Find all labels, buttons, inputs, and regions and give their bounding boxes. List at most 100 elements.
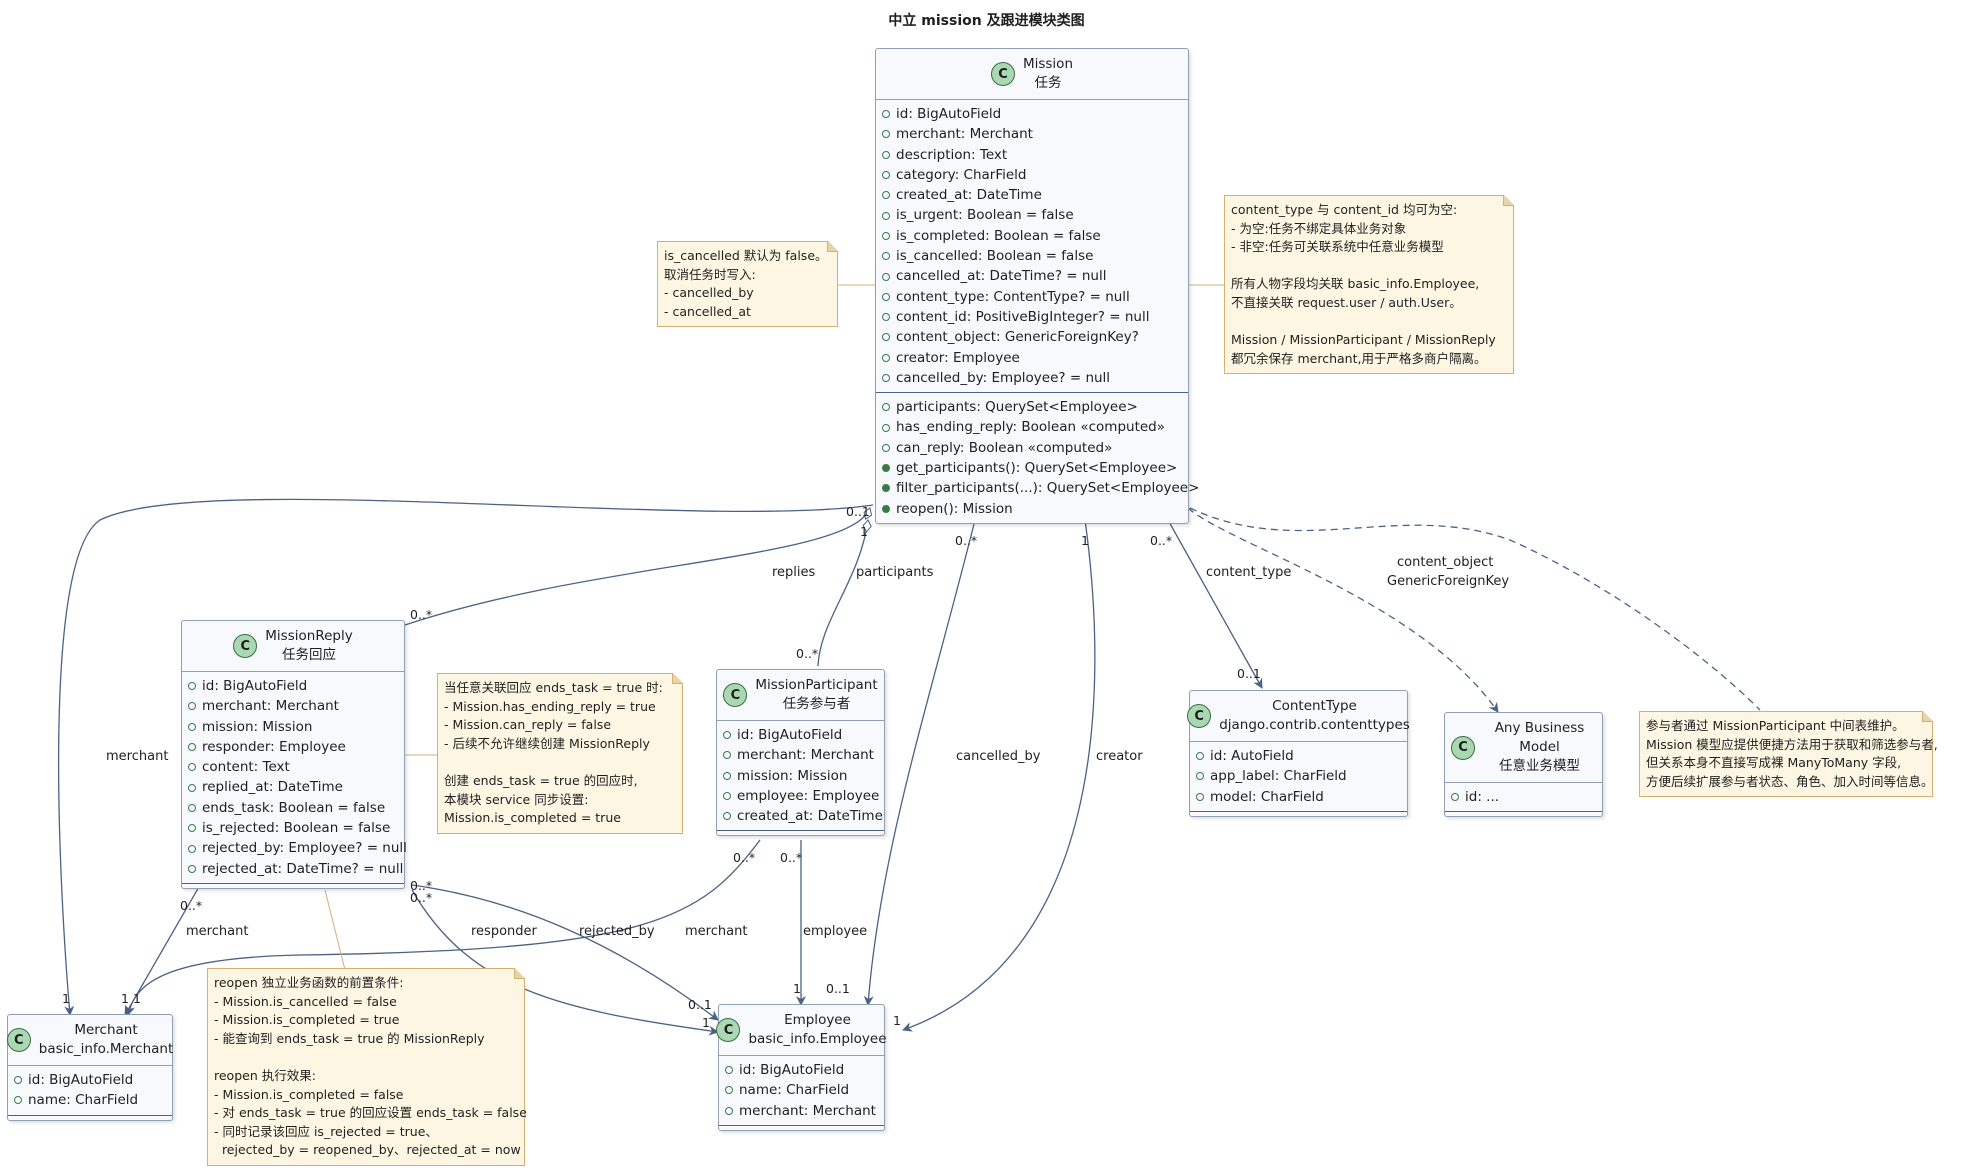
edge-mission-merchant xyxy=(57,498,874,1016)
note-content-type: content_type 与 content_id 均可为空: - 为空:任务不… xyxy=(1224,195,1514,374)
mult-creator-src: 1 xyxy=(1081,533,1089,548)
label-participant-merchant: merchant xyxy=(685,924,747,939)
fields-section: id: BigAutoField merchant: Merchant miss… xyxy=(182,672,407,883)
class-subtitle: basic_info.Employee xyxy=(748,1031,887,1047)
edge-mission-content-object xyxy=(1187,507,1499,713)
edge-mission-replies xyxy=(404,507,873,626)
field: name: CharField xyxy=(725,1080,878,1100)
field: description: Text xyxy=(882,145,1182,165)
method: can_reply: Boolean «computed» xyxy=(882,438,1182,458)
public-icon xyxy=(882,403,890,412)
field: category: CharField xyxy=(882,165,1182,185)
edge-mission-participants xyxy=(817,519,872,667)
public-icon xyxy=(1196,772,1204,781)
field: id: BigAutoField xyxy=(882,104,1182,124)
field: merchant: Merchant xyxy=(723,745,878,765)
methods-section xyxy=(182,882,404,888)
methods-section xyxy=(1190,810,1407,816)
field: model: CharField xyxy=(1196,787,1401,807)
field: ends_task: Boolean = false xyxy=(188,798,398,818)
class-subtitle: django.contrib.contenttypes xyxy=(1219,717,1410,733)
field: rejected_by: Employee? = null xyxy=(188,838,407,858)
field: merchant: Merchant xyxy=(725,1101,878,1121)
label-content-type: content_type xyxy=(1206,565,1291,580)
class-subtitle: 任务 xyxy=(1034,75,1062,91)
public-icon xyxy=(1196,792,1204,801)
class-icon: C xyxy=(6,1028,31,1052)
public-icon xyxy=(188,844,196,853)
field: id: BigAutoField xyxy=(723,725,878,745)
field: replied_at: DateTime xyxy=(188,777,398,797)
field: mission: Mission xyxy=(723,766,878,786)
field: id: BigAutoField xyxy=(188,676,398,696)
public-icon xyxy=(188,783,196,792)
mult-participants-dst: 0..* xyxy=(796,646,818,661)
label-responder: responder xyxy=(471,924,538,939)
public-method-icon xyxy=(882,464,890,473)
method: get_participants(): QuerySet<Employee> xyxy=(882,458,1182,478)
public-icon xyxy=(725,1106,733,1115)
method: participants: QuerySet<Employee> xyxy=(882,397,1182,417)
public-icon xyxy=(882,171,890,180)
method: has_ending_reply: Boolean «computed» xyxy=(882,417,1182,437)
mult-content-type-src: 0..* xyxy=(1150,533,1172,548)
fields-section: id: BigAutoField merchant: Merchant desc… xyxy=(876,100,1188,392)
class-name: Mission xyxy=(1022,56,1074,72)
diagram-title: 中立 mission 及跟进模块类图 xyxy=(888,13,1085,29)
label-generic-fk: GenericForeignKey xyxy=(1387,574,1509,589)
label-mission-merchant: merchant xyxy=(106,749,168,764)
public-icon xyxy=(14,1096,22,1105)
field: is_urgent: Boolean = false xyxy=(882,205,1182,225)
class-icon: C xyxy=(1451,735,1475,760)
mult-rejected-src: 0..* xyxy=(410,890,432,905)
methods-section: participants: QuerySet<Employee> has_end… xyxy=(876,392,1199,523)
class-icon: C xyxy=(716,1018,741,1042)
fields-section: id: ... xyxy=(1445,783,1602,811)
public-icon xyxy=(188,702,196,711)
field: content_type: ContentType? = null xyxy=(882,287,1182,307)
public-icon xyxy=(882,374,890,382)
public-icon xyxy=(882,231,890,240)
field: is_cancelled: Boolean = false xyxy=(882,246,1182,266)
public-icon xyxy=(188,824,196,833)
field: content: Text xyxy=(188,757,398,777)
field: mission: Mission xyxy=(188,717,398,737)
public-icon xyxy=(723,731,731,740)
public-icon xyxy=(882,130,890,139)
field: cancelled_by: Employee? = null xyxy=(882,368,1182,388)
public-icon xyxy=(1196,752,1204,761)
field: id: BigAutoField xyxy=(14,1070,166,1090)
mult-participant-merchant-src: 0..* xyxy=(733,850,755,865)
methods-section xyxy=(8,1114,172,1120)
mult-employee-dst-cancelled: 0..1 xyxy=(826,981,850,996)
edge-participant-merchant xyxy=(125,839,761,1016)
class-subtitle: basic_info.Merchant xyxy=(38,1041,174,1057)
field: content_id: PositiveBigInteger? = null xyxy=(882,307,1182,327)
mult-replies-dst: 0..* xyxy=(410,607,432,622)
edge-mission-cancelled-by xyxy=(863,519,976,1006)
mult-employee-dst-rejected: 0..1 xyxy=(688,997,712,1012)
fields-section: id: BigAutoField name: CharField xyxy=(8,1066,172,1115)
public-icon xyxy=(882,272,890,281)
label-cancelled-by: cancelled_by xyxy=(956,749,1041,764)
public-icon xyxy=(725,1066,733,1075)
public-icon xyxy=(723,812,731,821)
public-icon xyxy=(188,864,196,873)
public-icon xyxy=(882,150,890,159)
mult-merchant-dst-b: 1 xyxy=(121,991,129,1006)
public-icon xyxy=(188,682,196,691)
public-icon xyxy=(14,1076,22,1085)
note-ends-task: 当任意关联回应 ends_task = true 时: - Mission.ha… xyxy=(437,673,683,834)
mult-merchant-dst-c: 1 xyxy=(133,991,141,1006)
public-icon xyxy=(723,751,731,760)
public-method-icon xyxy=(882,504,890,513)
